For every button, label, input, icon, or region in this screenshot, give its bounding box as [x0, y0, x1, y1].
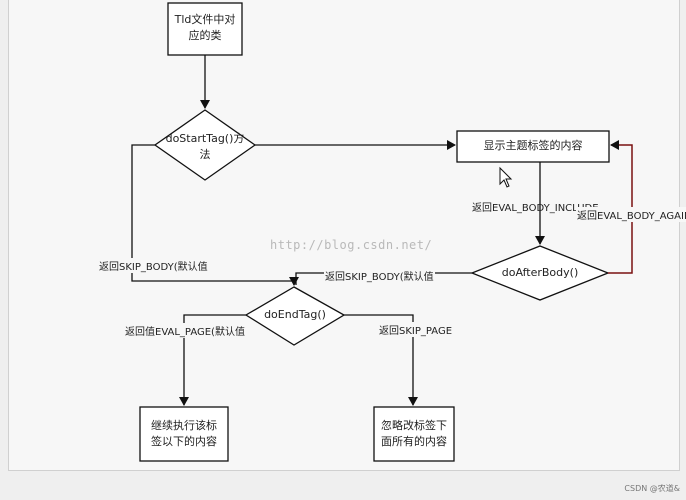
label-eval-page: 返回值EVAL_PAGE(默认值: [124, 323, 246, 338]
do-start-tag-line-2: 法: [199, 148, 211, 161]
edge-start-skip-body: [131, 144, 299, 286]
tld-class-line-2: 应的类: [188, 29, 222, 42]
skip-page-line-1: 忽略改标签下: [381, 419, 447, 432]
diagram-frame: [8, 0, 680, 471]
credit-text: CSDN @农道&: [624, 484, 680, 493]
continue-page-box: [139, 406, 229, 462]
watermark: http://blog.csdn.net/: [270, 238, 433, 252]
edge-end-skip-page: [344, 314, 418, 406]
skip-page-box: [373, 406, 455, 462]
do-start-tag-line-1: doStartTag()方: [165, 132, 245, 145]
tld-class-text: Tld文件中对 应的类: [168, 12, 242, 44]
continue-page-line-2: 签以下的内容: [151, 435, 217, 448]
do-end-tag-diamond: [244, 286, 346, 346]
skip-page-text: 忽略改标签下 面所有的内容: [374, 418, 454, 450]
edge-end-eval-page: [179, 314, 246, 406]
tld-class-box: [167, 2, 243, 56]
mouse-cursor-icon: [499, 166, 513, 188]
do-end-tag-text: doEndTag(): [264, 308, 326, 321]
tld-class-line-1: Tld文件中对: [174, 13, 236, 26]
label-skip-body-left: 返回SKIP_BODY(默认值: [98, 258, 209, 273]
label-skip-body-right: 返回SKIP_BODY(默认值: [324, 268, 435, 283]
label-skip-page: 返回SKIP_PAGE: [378, 322, 454, 337]
do-after-body-text: doAfterBody(): [501, 266, 579, 279]
label-eval-body-include: 返回EVAL_BODY_INCLUDE: [472, 203, 599, 214]
label-eval-body-again: 返回EVAL_BODY_AGAIN: [576, 207, 686, 222]
do-start-tag-diamond: [153, 109, 257, 181]
show-body-box: [456, 130, 610, 163]
skip-page-line-2: 面所有的内容: [381, 435, 447, 448]
do-start-tag-text: doStartTag()方 法: [160, 131, 250, 163]
continue-page-text: 继续执行该标 签以下的内容: [140, 418, 228, 450]
continue-page-line-1: 继续执行该标: [151, 419, 217, 432]
do-after-body-diamond: [470, 245, 610, 301]
show-body-text: 显示主题标签的内容: [483, 139, 583, 152]
